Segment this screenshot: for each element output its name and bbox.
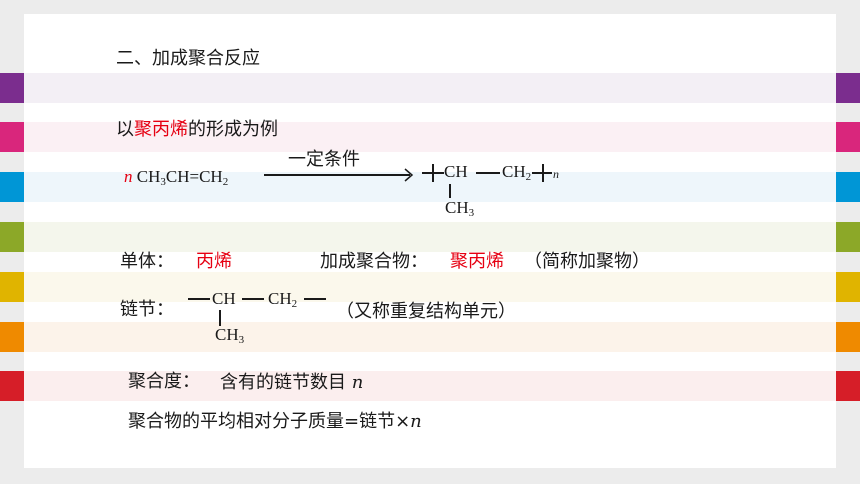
stripe-blue-right [836, 172, 860, 202]
chain-bond-mid [242, 298, 264, 300]
stripe-orange-right [836, 322, 860, 352]
product-bracket-right-tick [542, 164, 544, 182]
chain-branch: CH3 [215, 325, 245, 346]
example-suffix: 的形成为例 [188, 119, 278, 140]
stripe-pink-left [0, 122, 24, 152]
band-red [24, 371, 836, 401]
product-bracket-left-tick [432, 164, 434, 182]
chain-link-label: 链节： [120, 299, 174, 320]
product-ch2: CH2 [502, 162, 532, 183]
example-prefix: 以 [116, 119, 134, 140]
chain-bond-right [304, 298, 326, 300]
band-yellow [24, 272, 836, 302]
product-branch: CH3 [445, 198, 475, 219]
reaction-condition: 一定条件 [288, 149, 360, 170]
molar-mass-line: 聚合物的平均相对分子质量=链节×n [128, 411, 422, 432]
stripe-purple-left [0, 73, 24, 103]
polymer-label: 加成聚合物： [320, 251, 428, 272]
reactant-formula: n CH3CH=CH2 [124, 167, 229, 188]
stripe-purple-right [836, 73, 860, 103]
molar-mass-var: n [410, 411, 422, 432]
stripe-orange-left [0, 322, 24, 352]
stripe-green-left [0, 222, 24, 252]
product-ch: CH [444, 162, 468, 181]
chain-link-note: （又称重复结构单元） [336, 301, 516, 322]
monomer-value: 丙烯 [196, 251, 232, 272]
chain-ch2: CH2 [268, 289, 298, 310]
band-purple [24, 73, 836, 103]
stripe-green-right [836, 222, 860, 252]
chain-branch-bond [219, 310, 221, 326]
chain-ch: CH [212, 289, 236, 308]
band-blue [24, 172, 836, 202]
stripe-yellow-right [836, 272, 860, 302]
band-pink [24, 122, 836, 152]
product-bond [476, 172, 500, 174]
example-highlight: 聚丙烯 [134, 119, 188, 140]
degree-var: n [351, 372, 364, 393]
chain-bond-left [188, 298, 210, 300]
example-line: 以聚丙烯的形成为例 [116, 115, 278, 141]
product-branch-bond [449, 184, 451, 198]
section-heading: 二、加成聚合反应 [116, 48, 260, 69]
product-n: n [553, 167, 559, 181]
slide-canvas: 二、加成聚合反应 以聚丙烯的形成为例 n CH3CH=CH2 一定条件 CH C… [24, 14, 836, 468]
stripe-red-left [0, 371, 24, 401]
stripe-red-right [836, 371, 860, 401]
polymer-note: （简称加聚物） [524, 251, 650, 272]
stripe-pink-right [836, 122, 860, 152]
reaction-arrow-shaft [264, 174, 410, 176]
monomer-label: 单体： [120, 251, 174, 272]
band-green [24, 222, 836, 252]
polymer-value: 聚丙烯 [450, 251, 504, 272]
degree-text: 含有的链节数目 n [220, 372, 364, 393]
reaction-arrow-head [404, 168, 414, 182]
band-orange [24, 322, 836, 352]
reaction-coefficient: n [124, 167, 133, 186]
stripe-yellow-left [0, 272, 24, 302]
stripe-blue-left [0, 172, 24, 202]
degree-label: 聚合度： [128, 371, 200, 392]
